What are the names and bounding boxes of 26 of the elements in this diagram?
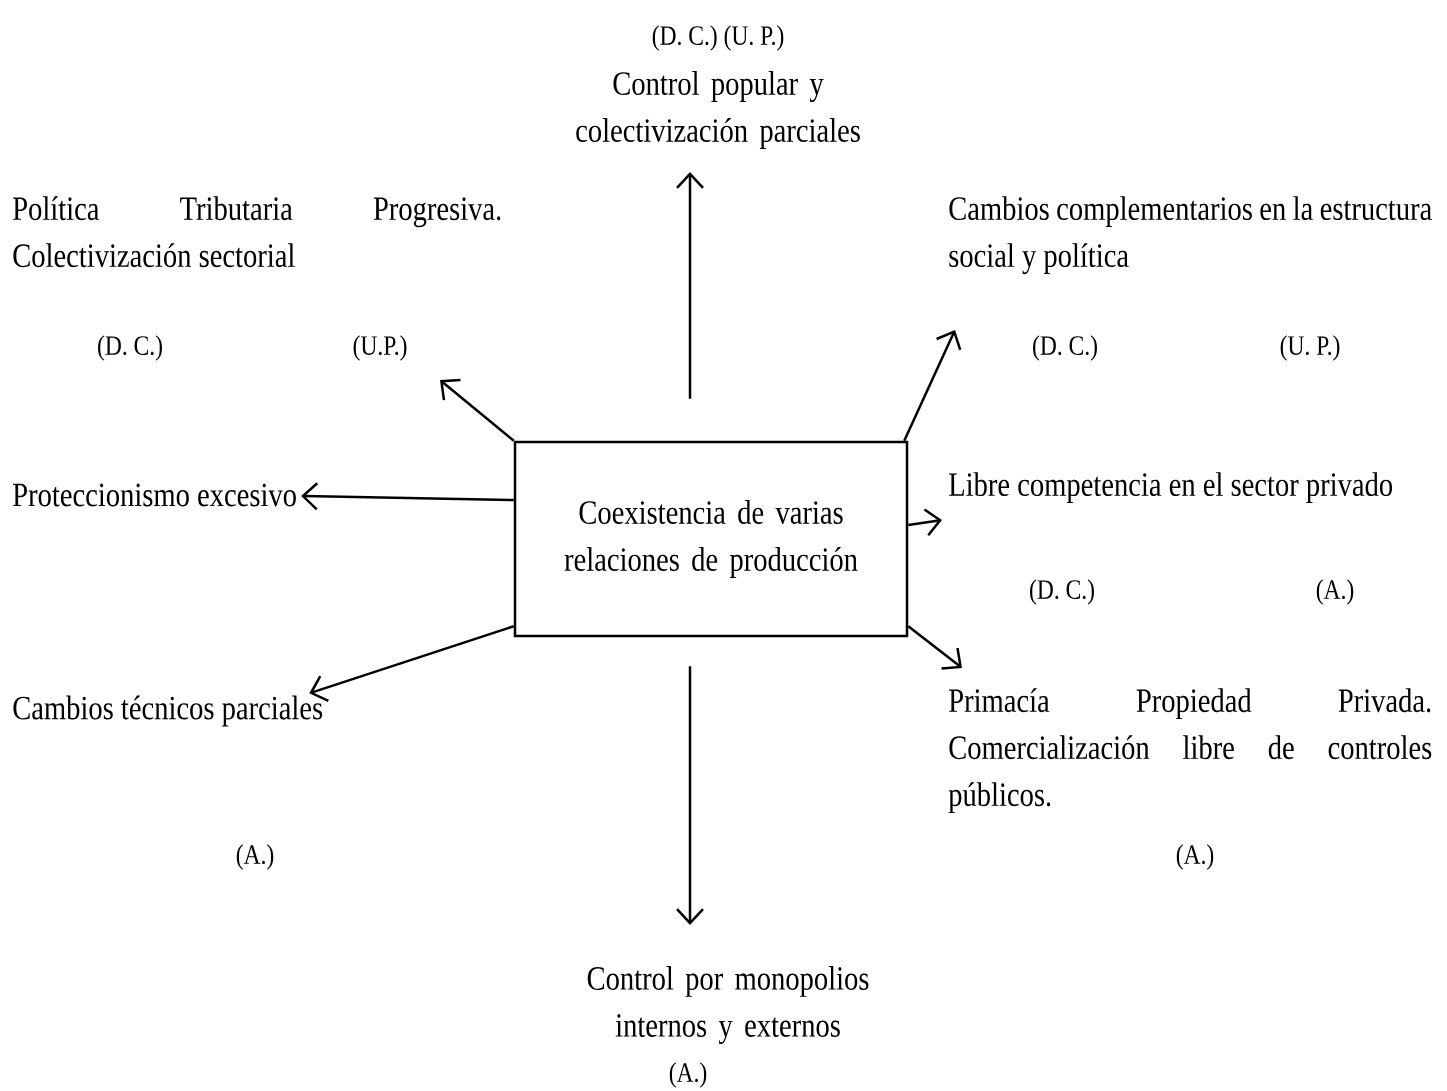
note-label: (D. C.) [98,335,162,361]
text-label: Proteccionismo excesivo [13,483,296,507]
text-label: Control popular y colectivización parciales [576,71,860,149]
note-label: (D. C.) [1033,335,1097,361]
arrow [309,625,515,702]
arrow [676,172,704,399]
note-label: (A.) [669,1062,707,1088]
note-label: (U. P.) [1280,335,1340,361]
text-label: Primacía Propiedad Privada. Comercialización libre de controles públicos. [948,688,1432,814]
note-label: (D. C.) [1030,579,1094,605]
text-label: Política Tributaria Progresiva. Colectivización sectorial [13,196,501,268]
text-label: Cambios técnicos parciales [13,695,323,727]
note-label: (U.P.) [353,335,407,361]
arrow [907,625,962,670]
note-label: (A.) [236,844,274,870]
note-label: (A.) [1316,579,1354,605]
process-box: Coexistencia de varias relaciones de producción [513,440,909,638]
note-label: (A.) [1176,844,1214,870]
note-label: (D. C.) (U. P.) [652,25,784,51]
arrow [301,482,514,511]
arrow [903,330,962,442]
text-label: Cambios complementarios en la estructura social y política [949,196,1432,275]
text-label: Control por monopolios internos y externos [587,966,869,1044]
arrow [676,666,704,925]
text-label: Libre competencia en el sector privado [949,472,1393,504]
arrow [440,378,515,442]
